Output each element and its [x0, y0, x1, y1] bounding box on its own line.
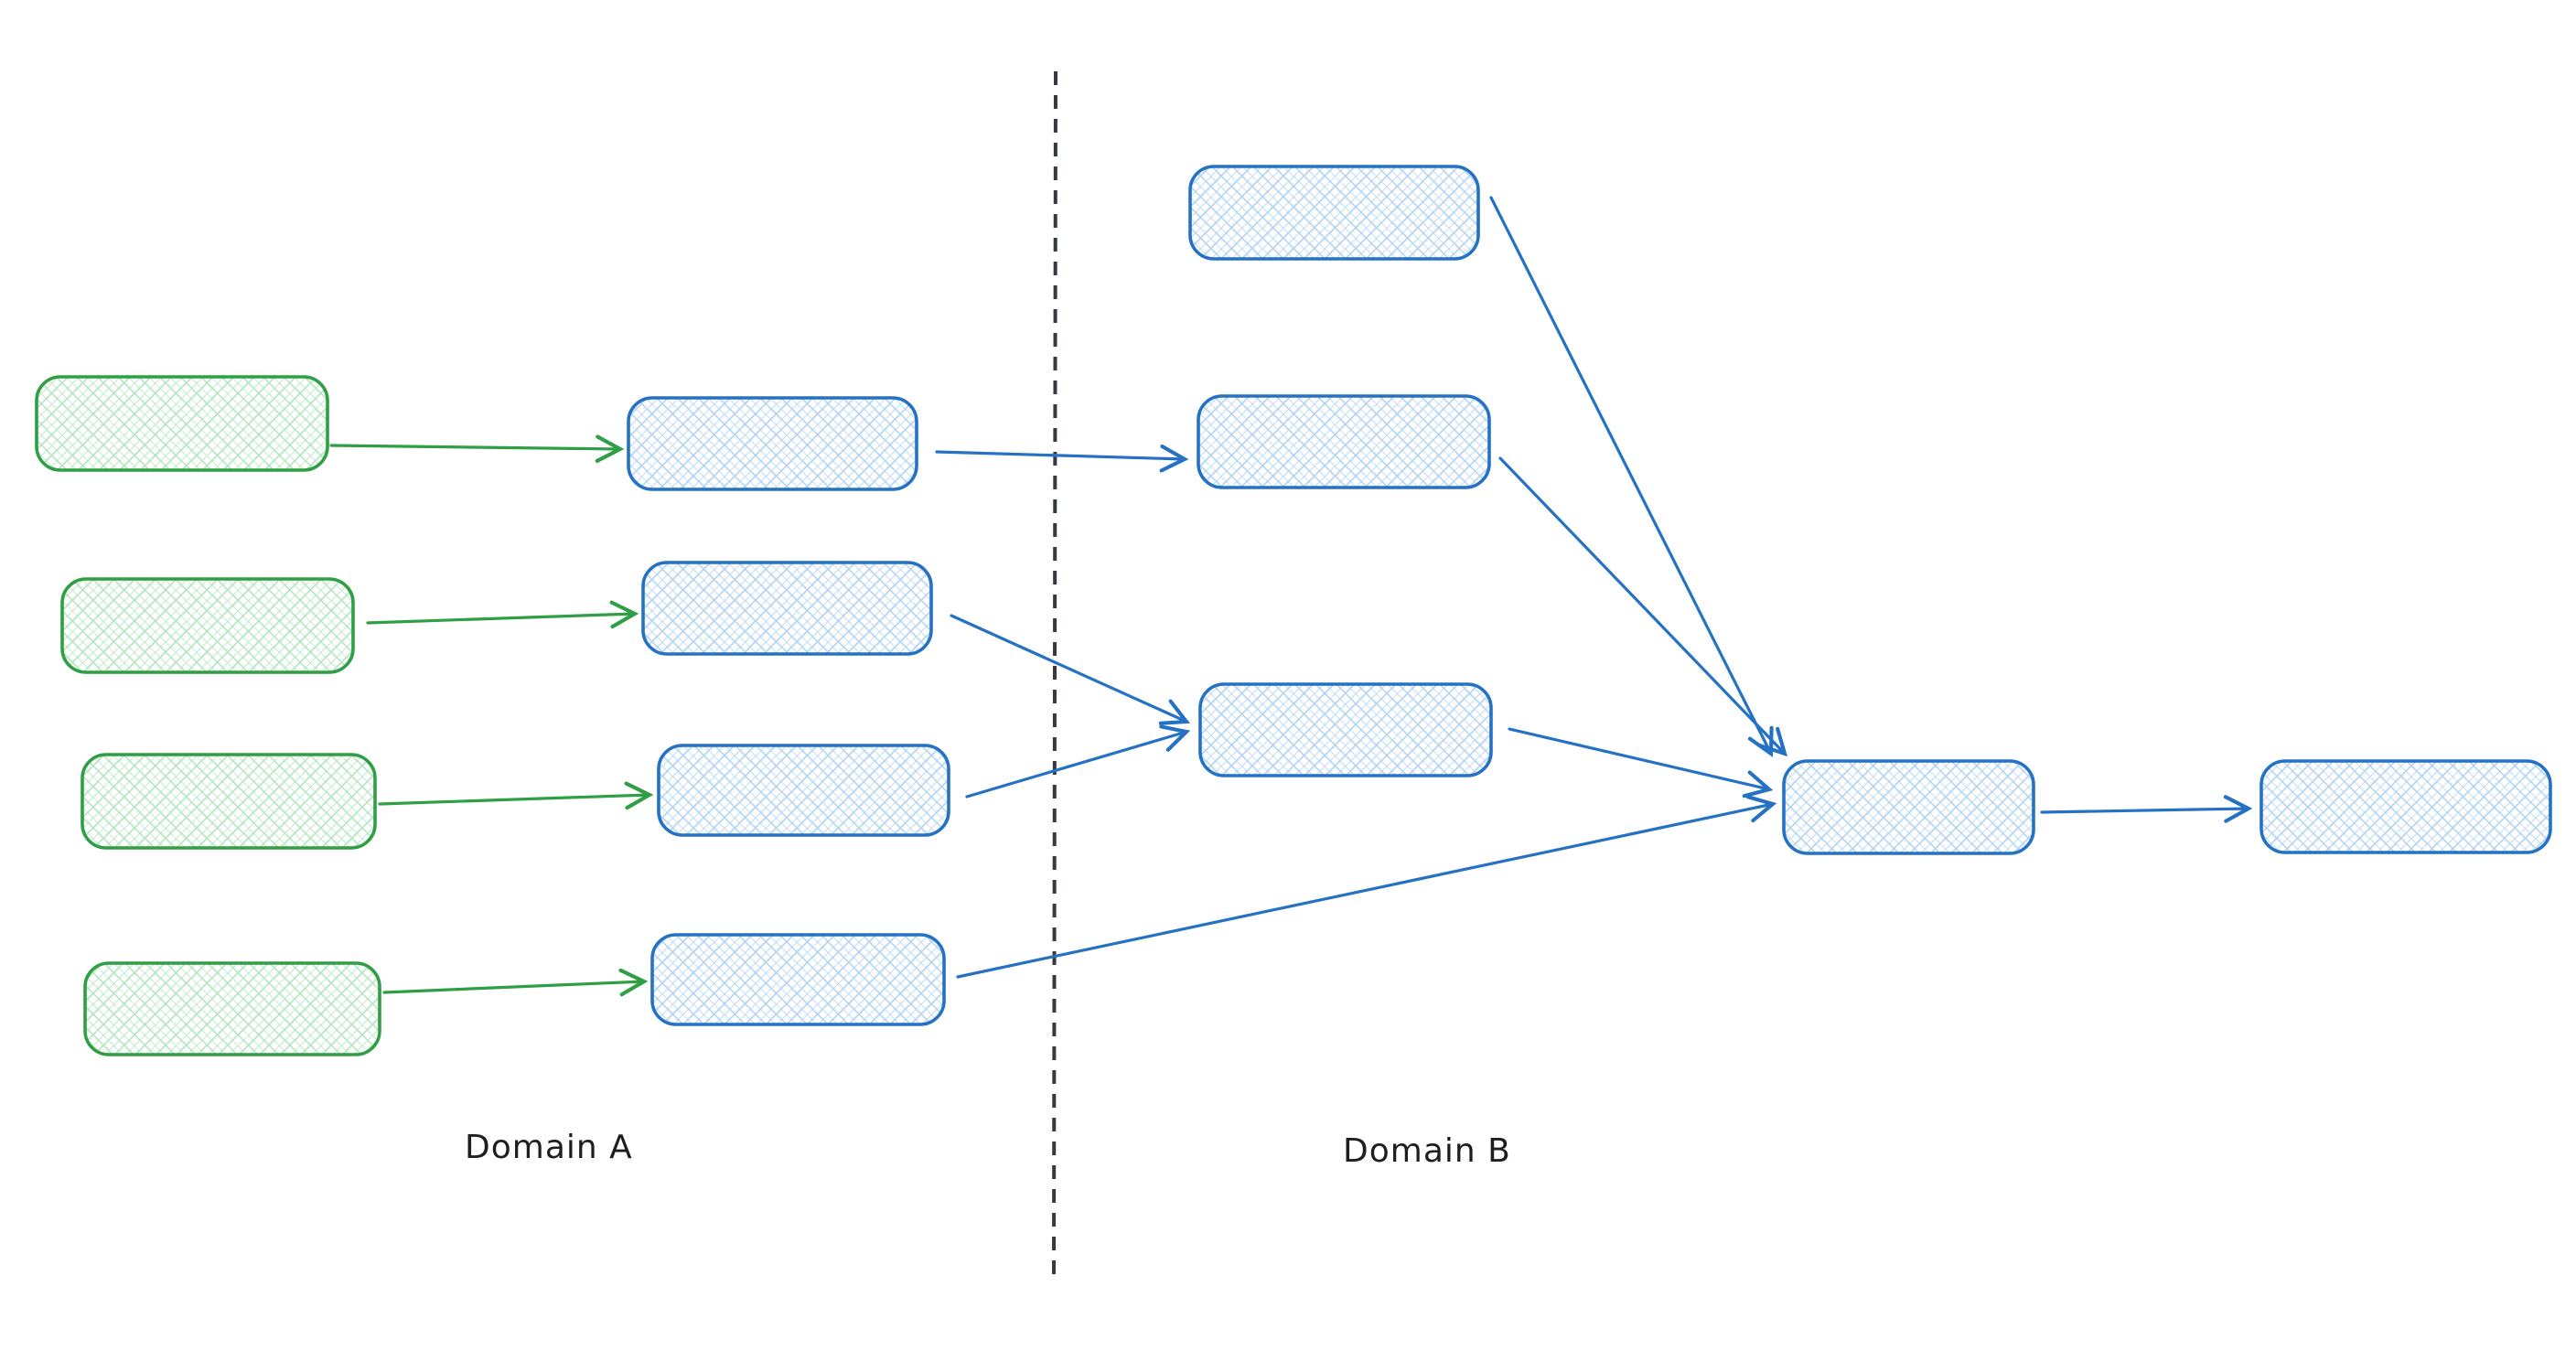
domain-b-nodes [1188, 165, 2552, 855]
domain-a-source-nodes [35, 375, 381, 1056]
node-a-source-2 [60, 577, 355, 674]
blue-edges-group [935, 196, 2253, 979]
node-a-source-3 [80, 753, 377, 850]
edge-a-node-4-to-b-merge-node [956, 795, 1777, 979]
node-b-merge [1782, 759, 2035, 855]
green-edges-group [329, 434, 654, 997]
edge-a-source-4-to-a-node-4 [382, 968, 649, 997]
edge-a-source-2-to-a-node-2 [366, 600, 639, 629]
edge-a-node-3-to-b-node-middle [965, 724, 1191, 799]
domain-b-label: Domain B [1343, 1132, 1511, 1170]
edge-b-merge-node-to-b-output-node [2040, 795, 2253, 823]
domain-a-blue-nodes [627, 396, 950, 1026]
edge-a-node-1-to-b-node-upper [935, 445, 1189, 473]
edge-a-node-2-to-b-node-middle [950, 614, 1190, 725]
edge-b-node-top-to-b-merge-node [1489, 196, 1774, 757]
node-b-upper [1197, 394, 1491, 489]
node-a-3 [657, 744, 950, 837]
node-b-middle [1198, 682, 1493, 777]
edge-a-source-1-to-a-node-1 [329, 434, 625, 463]
domain-a-label: Domain A [465, 1129, 633, 1166]
node-a-4 [650, 933, 946, 1026]
domain-divider-dashed-line [1052, 70, 1057, 1281]
edge-b-node-upper-to-b-merge-node [1498, 456, 1788, 757]
node-a-source-4 [83, 961, 381, 1056]
node-a-source-1 [35, 375, 329, 472]
node-a-1 [627, 396, 918, 491]
edge-b-node-middle-to-b-merge-node [1508, 727, 1774, 799]
node-b-top [1188, 165, 1480, 261]
edge-a-source-3-to-a-node-3 [378, 781, 654, 810]
node-b-output [2259, 759, 2552, 854]
node-a-2 [641, 561, 933, 656]
